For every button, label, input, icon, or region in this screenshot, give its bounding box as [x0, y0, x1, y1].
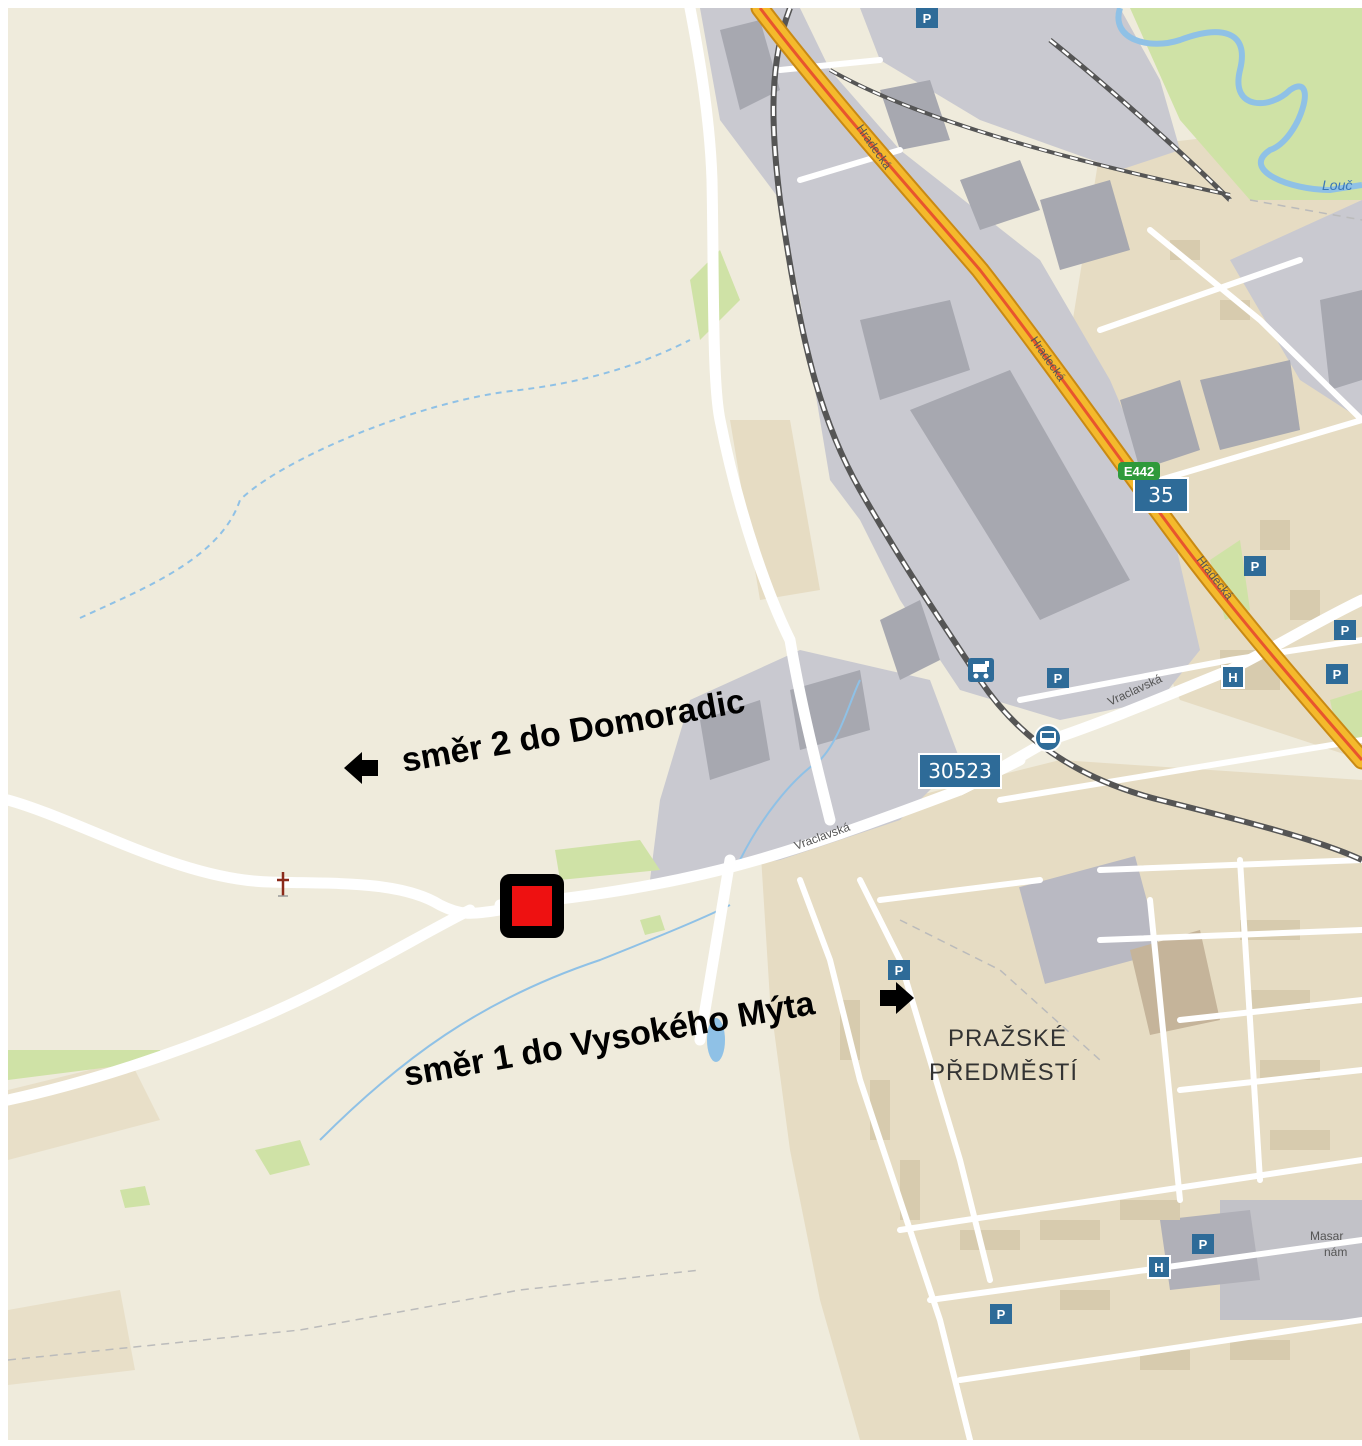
parking-icon: P: [888, 960, 910, 980]
district-label-line1: PRAŽSKÉ: [948, 1025, 1067, 1052]
industrial-block-south: [1019, 856, 1161, 984]
stream-dashed: [79, 339, 691, 619]
road-north-south: [684, 8, 836, 826]
svg-text:P: P: [895, 963, 904, 978]
svg-text:P: P: [1251, 559, 1260, 574]
main-road-hradecka-core: [758, 8, 1362, 761]
location-marker[interactable]: [500, 874, 564, 938]
urban-area-southwest: [8, 1290, 135, 1385]
parking-icon: P: [1192, 1234, 1214, 1254]
svg-text:30523: 30523: [928, 759, 992, 783]
hospital-icon: H: [1147, 1255, 1171, 1279]
svg-text:P: P: [1054, 671, 1063, 686]
parking-icon: P: [1334, 620, 1356, 640]
svg-text:E442: E442: [1124, 464, 1154, 479]
square-label-line2: nám: [1324, 1245, 1347, 1259]
river: [1115, 8, 1362, 194]
parking-icon: P: [990, 1304, 1012, 1324]
map-frame[interactable]: Hradecká Hradecká Hradecká Vraclavská Vr…: [8, 8, 1362, 1440]
parking-icon: P: [1047, 668, 1069, 688]
arrow-left-icon: [344, 752, 378, 784]
svg-text:P: P: [923, 11, 932, 26]
bus-station-icon: [1034, 724, 1062, 752]
svg-text:P: P: [1199, 1237, 1208, 1252]
stream: [319, 904, 731, 1141]
svg-text:H: H: [1228, 670, 1237, 685]
svg-text:35: 35: [1148, 483, 1173, 507]
footpaths: [8, 199, 1362, 1361]
svg-text:P: P: [997, 1307, 1006, 1322]
road-shield-30523: 30523: [918, 753, 1002, 789]
svg-text:H: H: [1154, 1260, 1163, 1275]
district-label-line2: PŘEDMĚSTÍ: [929, 1059, 1078, 1086]
wayside-cross-icon: [277, 872, 289, 897]
svg-text:P: P: [1333, 667, 1342, 682]
road-vraclavska-west: [8, 794, 506, 919]
road-south-town: [694, 854, 736, 1046]
railway-station-icon: [968, 658, 994, 682]
building-layer: [700, 20, 1362, 1290]
parking-icon: P: [916, 8, 938, 28]
urban-area-west: [8, 1060, 160, 1160]
square-label-line1: Masar: [1310, 1229, 1343, 1243]
parking-icon: P: [1326, 664, 1348, 684]
railway: [770, 8, 1362, 863]
minor-streets: [777, 57, 1362, 1440]
map-canvas[interactable]: Hradecká Hradecká Hradecká Vraclavská Vr…: [8, 8, 1362, 1440]
european-route-shield: E442: [1118, 462, 1160, 480]
parking-icon: P: [1244, 556, 1266, 576]
arrow-right-icon: [880, 982, 914, 1014]
road-shield-35: 35: [1133, 477, 1189, 513]
svg-text:P: P: [1341, 623, 1350, 638]
river-label: Louč: [1322, 177, 1352, 193]
greenery: [8, 8, 1362, 1208]
road-southwest: [8, 904, 476, 1106]
pond: [707, 1018, 725, 1062]
hospital-icon: H: [1221, 665, 1245, 689]
residential-blocks: [840, 240, 1330, 1370]
industrial-zone-north: [860, 8, 1180, 170]
